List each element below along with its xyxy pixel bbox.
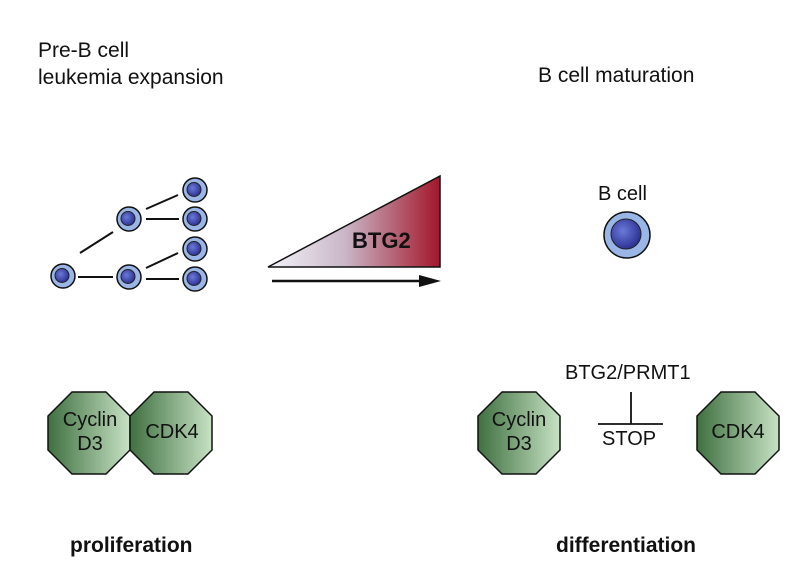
right-cyclin-line2: D3 [506, 433, 532, 455]
cell [116, 264, 142, 290]
cell [182, 206, 208, 232]
arrow-head-icon [419, 275, 441, 287]
cell [182, 177, 208, 203]
branch-line [79, 231, 114, 254]
b-cell-label: B cell [598, 183, 647, 205]
left-cyclin-text: Cyclin D3 [55, 408, 125, 456]
cell [50, 263, 76, 289]
b-cell [603, 211, 651, 259]
branch-line [145, 252, 179, 269]
left-title-line2: leukemia expansion [38, 66, 224, 89]
stop-label: STOP [602, 428, 657, 450]
right-cdk4-text: CDK4 [711, 421, 765, 443]
left-cyclin-octagon [47, 391, 131, 475]
right-cyclin-octagon [477, 391, 561, 475]
right-cdk4-octagon [696, 391, 780, 475]
left-cyclin-line2: D3 [77, 433, 103, 455]
cell [182, 266, 208, 292]
right-cyclin-line1: Cyclin [491, 409, 547, 431]
btg2-label: BTG2 [352, 228, 411, 253]
expansion-lines [78, 194, 179, 280]
right-title: B cell maturation [538, 64, 695, 87]
left-cdk4-text: CDK4 [145, 421, 199, 443]
differentiation-caption: differentiation [556, 534, 696, 557]
proliferation-caption: proliferation [70, 534, 193, 557]
btg2-prmt1-label: BTG2/PRMT1 [565, 362, 691, 384]
cell [182, 236, 208, 262]
branch-line [145, 194, 179, 210]
left-title-line1: Pre-B cell [38, 39, 130, 62]
right-cyclin-text: Cyclin D3 [484, 408, 554, 456]
cell [116, 206, 142, 232]
expanding-cells [50, 177, 208, 292]
left-cyclin-line1: Cyclin [62, 409, 118, 431]
left-cdk4-octagon [129, 391, 213, 475]
btg2-wedge [267, 174, 441, 268]
left-title: Pre-B cell leukemia expansion [38, 37, 224, 91]
